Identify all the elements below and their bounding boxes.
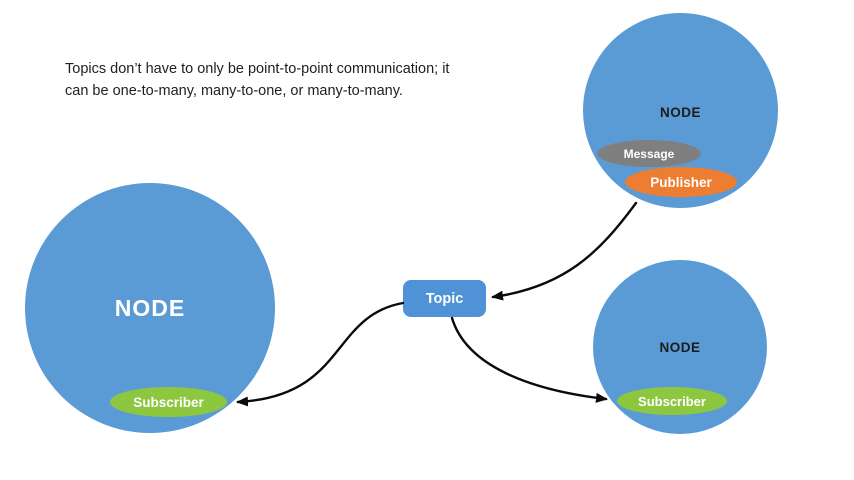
caption-line-2: can be one-to-many, many-to-one, or many… (65, 83, 403, 99)
arrow-publisher-to-topic (491, 201, 638, 301)
publisher-pill: Publisher (625, 167, 737, 197)
topic-box: Topic (403, 280, 486, 317)
caption: Topics don’t have to only be point-to-po… (65, 58, 495, 102)
node-circle-left: NODE Subscriber (25, 183, 275, 433)
node-top-right-label: NODE (659, 105, 701, 120)
caption-line-1: Topics don’t have to only be point-to-po… (65, 61, 450, 77)
node-left-label: NODE (114, 295, 186, 321)
subscriber-pill-right: Subscriber (617, 387, 727, 415)
subscriber-pill-left: Subscriber (110, 387, 227, 417)
arrow-topic-to-right-subscriber (450, 316, 608, 403)
node-circle-bottom-right: NODE Subscriber (593, 260, 767, 434)
message-pill: Message (597, 140, 701, 167)
node-bottom-right-label: NODE (659, 340, 701, 355)
node-circle-top-right: NODE Message Publisher (583, 13, 778, 208)
